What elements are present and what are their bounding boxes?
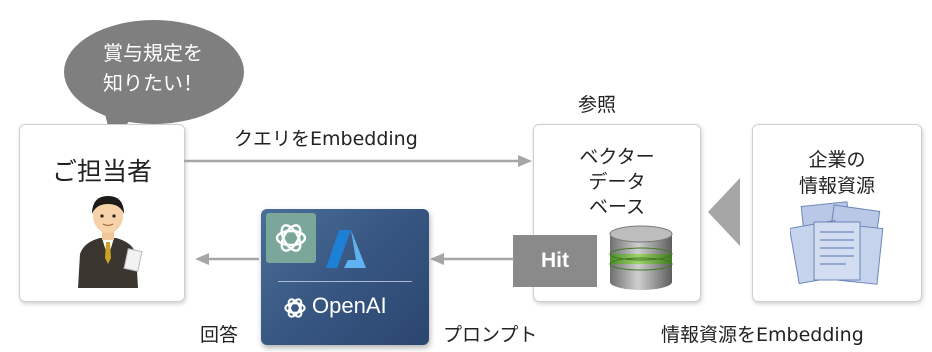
hit-badge: Hit (513, 235, 597, 287)
openai-small-logo-icon (284, 298, 306, 318)
company-title: 企業の 情報資源 (752, 147, 922, 199)
reference-label: 参照 (578, 94, 617, 116)
bubble-line-2: 知りたい！ (103, 71, 203, 95)
openai-logo-tile (266, 213, 316, 263)
person-icon (78, 196, 143, 288)
query-arrow (184, 155, 532, 167)
bubble-line-1: 賞与規定を (103, 41, 203, 65)
vector-db-line-1: ベクター (579, 146, 655, 168)
openai-card-divider (278, 281, 412, 282)
bubble-text: 賞与規定を 知りたい！ (90, 38, 216, 98)
azure-logo-icon (326, 230, 366, 268)
documents-icon (790, 201, 884, 285)
company-line-1: 企業の (808, 149, 866, 171)
vector-db-title: ベクター データ ベース (533, 145, 701, 220)
database-icon (609, 225, 673, 290)
embed-resources-label: 情報資源をEmbedding (661, 324, 864, 346)
answer-label: 回答 (200, 324, 239, 346)
prompt-arrow (430, 253, 514, 265)
prompt-label: プロンプト (443, 324, 538, 346)
query-label: クエリをEmbedding (234, 128, 418, 150)
vector-db-line-2: データ (588, 171, 646, 193)
person-title: ご担当者 (51, 157, 152, 186)
vector-db-line-3: ベース (588, 196, 646, 218)
embed-arrow (708, 178, 740, 246)
openai-brand-text: OpenAI (312, 293, 387, 318)
openai-logo-icon (275, 224, 307, 252)
company-line-2: 情報資源 (798, 175, 875, 197)
answer-arrow (195, 253, 259, 265)
